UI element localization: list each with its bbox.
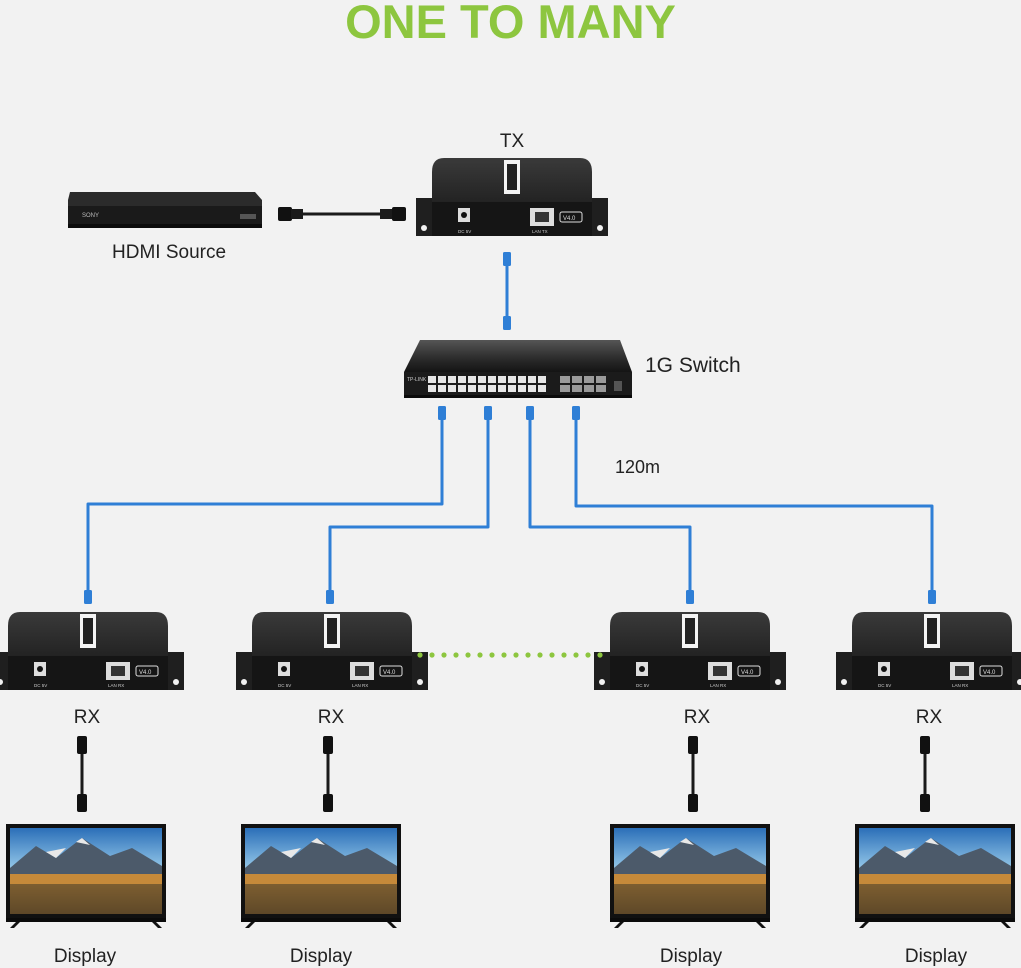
svg-text:LAN RX: LAN RX: [710, 683, 726, 688]
cable-switch-rx-4: [574, 412, 934, 590]
svg-text:V4.0: V4.0: [383, 670, 396, 676]
source-label: HDMI Source: [112, 242, 227, 263]
svg-text:V4.0: V4.0: [741, 670, 754, 676]
hdmi-cable-icon: [77, 736, 87, 812]
hdmi-cable-icon: [920, 736, 930, 812]
hdmi-cable-icon: [323, 736, 333, 812]
svg-text:DC 5V: DC 5V: [636, 683, 649, 688]
svg-text:LAN TX: LAN TX: [532, 229, 548, 234]
ethernet-plug: [84, 590, 92, 604]
cable-switch-rx-3: [528, 412, 692, 590]
rx-label-1: RX: [73, 707, 101, 728]
svg-text:V4.0: V4.0: [563, 216, 576, 222]
ethernet-plug: [503, 316, 511, 330]
ethernet-plug: [326, 590, 334, 604]
more-receivers-dots: [417, 652, 603, 658]
ethernet-plug: [526, 406, 534, 420]
rx-label-2: RX: [317, 707, 345, 728]
svg-text:DC 5V: DC 5V: [878, 683, 891, 688]
ethernet-cables: [84, 252, 936, 604]
diagram-title: ONE TO MANY: [345, 0, 676, 48]
tv-display-icon: [241, 824, 401, 928]
tv-display-icon: [6, 824, 166, 928]
hdmi-cable-icon: [688, 736, 698, 812]
display-label-3: Display: [659, 946, 723, 967]
tv-display-icon: [855, 824, 1015, 928]
tv-display-icon: [610, 824, 770, 928]
rx-label-4: RX: [915, 707, 943, 728]
ethernet-plug: [572, 406, 580, 420]
display-label-1: Display: [53, 946, 117, 967]
source-brand: SONY: [82, 213, 99, 219]
svg-text:V4.0: V4.0: [139, 670, 152, 676]
tx-label: TX: [499, 131, 525, 152]
svg-text:DC 5V: DC 5V: [458, 229, 471, 234]
svg-text:DC 5V: DC 5V: [278, 683, 291, 688]
hdmi-source-icon: SONY: [68, 192, 262, 228]
hdmi-cable-icon: [278, 207, 406, 221]
display-label-2: Display: [289, 946, 353, 967]
distance-label: 120m: [615, 457, 661, 477]
ethernet-plug: [686, 590, 694, 604]
cable-switch-rx-1: [86, 412, 444, 590]
svg-text:LAN RX: LAN RX: [352, 683, 368, 688]
ethernet-plug: [438, 406, 446, 420]
switch-label: 1G Switch: [645, 354, 741, 377]
ethernet-plug: [484, 406, 492, 420]
svg-text:DC 5V: DC 5V: [34, 683, 47, 688]
ethernet-plug: [928, 590, 936, 604]
svg-text:V4.0: V4.0: [983, 670, 996, 676]
display-label-4: Display: [904, 946, 968, 967]
cable-switch-rx-2: [328, 412, 490, 590]
network-switch-icon: TP-LINK: [404, 340, 632, 398]
svg-text:LAN RX: LAN RX: [108, 683, 124, 688]
svg-text:LAN RX: LAN RX: [952, 683, 968, 688]
rx-label-3: RX: [683, 707, 711, 728]
switch-brand: TP-LINK: [407, 377, 427, 383]
ethernet-plug: [503, 252, 511, 266]
